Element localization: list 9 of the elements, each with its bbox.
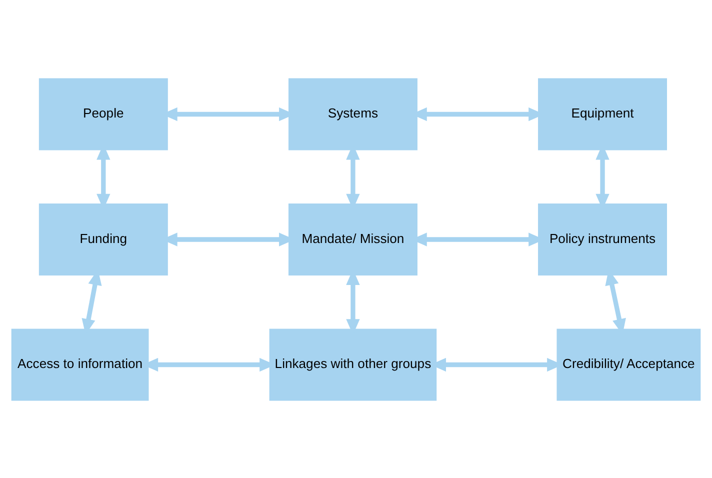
node-box: Access to information [11,328,149,400]
node-box: Credibility/ Acceptance [556,328,701,400]
node-box: People [38,78,168,150]
node-box: Equipment [538,78,667,150]
node-box: Funding [38,203,168,275]
node-box: Systems [288,78,418,150]
node-box: Linkages with other groups [269,328,437,400]
node-box: Policy instruments [538,203,667,275]
node-box: Mandate/ Mission [288,203,418,275]
